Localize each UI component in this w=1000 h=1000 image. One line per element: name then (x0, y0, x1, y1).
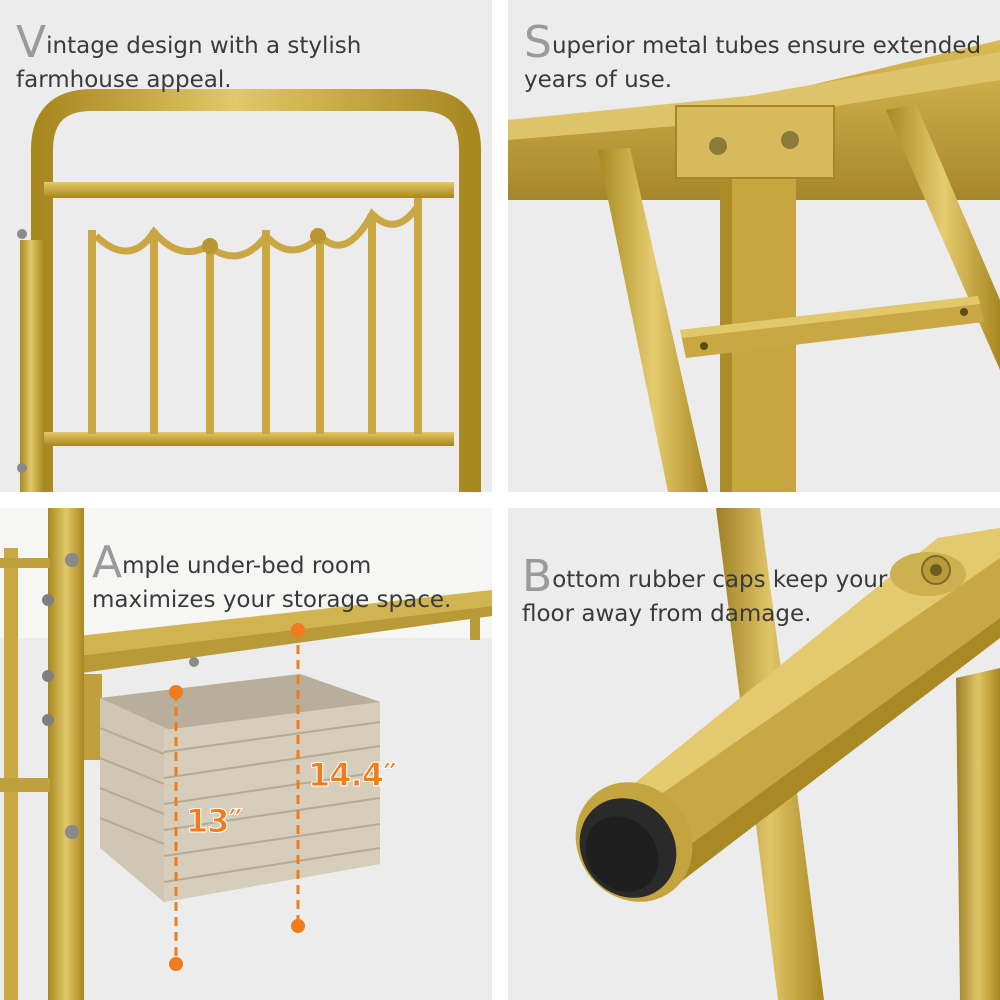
caption-under-bed-room: Ample under-bed room maximizes your stor… (92, 537, 452, 614)
under-bed-illustration (0, 508, 492, 1000)
rubber-cap-illustration (575, 508, 1000, 1000)
basket-height-label: 13″ (186, 802, 244, 841)
panel-vintage-design: Vintage design with a stylish farmhouse … (0, 0, 492, 492)
caption-rubber-caps: Bottom rubber caps keep your floor away … (522, 551, 888, 628)
clearance-height-label: 14.4″ (307, 756, 397, 795)
panel-metal-tubes: Superior metal tubes ensure extended yea… (508, 0, 1000, 492)
caption-vintage-design: Vintage design with a stylish farmhouse … (16, 17, 362, 94)
panel-rubber-caps: Bottom rubber caps keep your floor away … (508, 508, 1000, 1000)
headboard-illustration (17, 89, 481, 492)
caption-metal-tubes: Superior metal tubes ensure extended yea… (524, 17, 982, 94)
metal-tube-illustration (508, 40, 1000, 492)
panel-under-bed-room: Ample under-bed room maximizes your stor… (0, 508, 492, 1000)
